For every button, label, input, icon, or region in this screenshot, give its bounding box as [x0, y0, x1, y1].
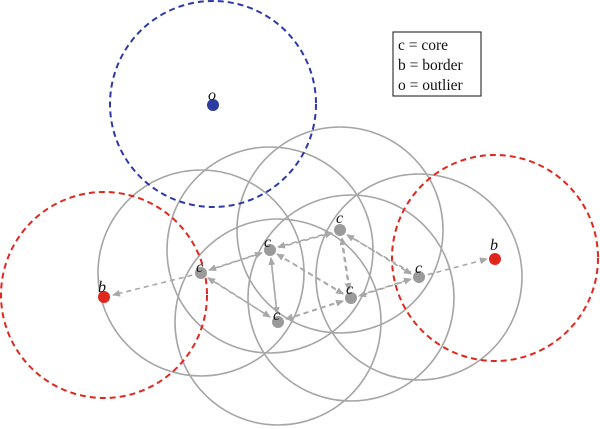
core-label: c	[196, 259, 203, 276]
arrow	[268, 257, 279, 323]
arrow	[339, 229, 412, 275]
core-ring	[236, 126, 444, 334]
outlier-point	[207, 99, 219, 111]
legend-border: b = border	[398, 57, 464, 74]
core-label: c	[264, 234, 271, 251]
core-points	[195, 224, 425, 328]
arrow	[418, 257, 488, 278]
core-point	[272, 316, 284, 328]
core-ring	[174, 218, 382, 426]
border-label: b	[98, 279, 106, 296]
core-ring	[247, 194, 455, 402]
legend-box	[392, 31, 482, 97]
core-point	[195, 267, 207, 279]
core-neighborhoods	[97, 126, 523, 426]
legend-core: c = core	[398, 37, 448, 54]
arrow	[207, 277, 279, 323]
arrow	[277, 229, 341, 249]
core-point	[345, 292, 357, 304]
core-point	[264, 244, 276, 256]
border-ring-left	[0, 191, 208, 399]
core-label: c	[336, 210, 343, 227]
outlier-label: o	[208, 87, 216, 104]
legend: c = core b = border o = outlier	[392, 31, 482, 97]
arrow	[285, 297, 352, 321]
core-point	[334, 224, 346, 236]
arrow	[208, 249, 271, 272]
core-ring	[97, 169, 305, 377]
arrow	[276, 253, 352, 299]
core-label: c	[273, 307, 280, 324]
outlier-ring	[109, 0, 317, 208]
point-labels: c c c c c c b b o	[98, 87, 498, 324]
arrow	[346, 234, 420, 278]
arrow	[358, 276, 420, 298]
border-ring-right	[391, 154, 599, 362]
core-label: c	[346, 281, 353, 298]
border-label: b	[490, 237, 498, 254]
arrow	[339, 237, 352, 299]
reachability-arrows	[112, 229, 488, 323]
legend-outlier: o = outlier	[398, 77, 464, 94]
border-point	[98, 291, 110, 303]
core-label: c	[415, 260, 422, 277]
border-point	[489, 253, 501, 265]
arrow	[112, 272, 202, 297]
core-point	[413, 271, 425, 283]
